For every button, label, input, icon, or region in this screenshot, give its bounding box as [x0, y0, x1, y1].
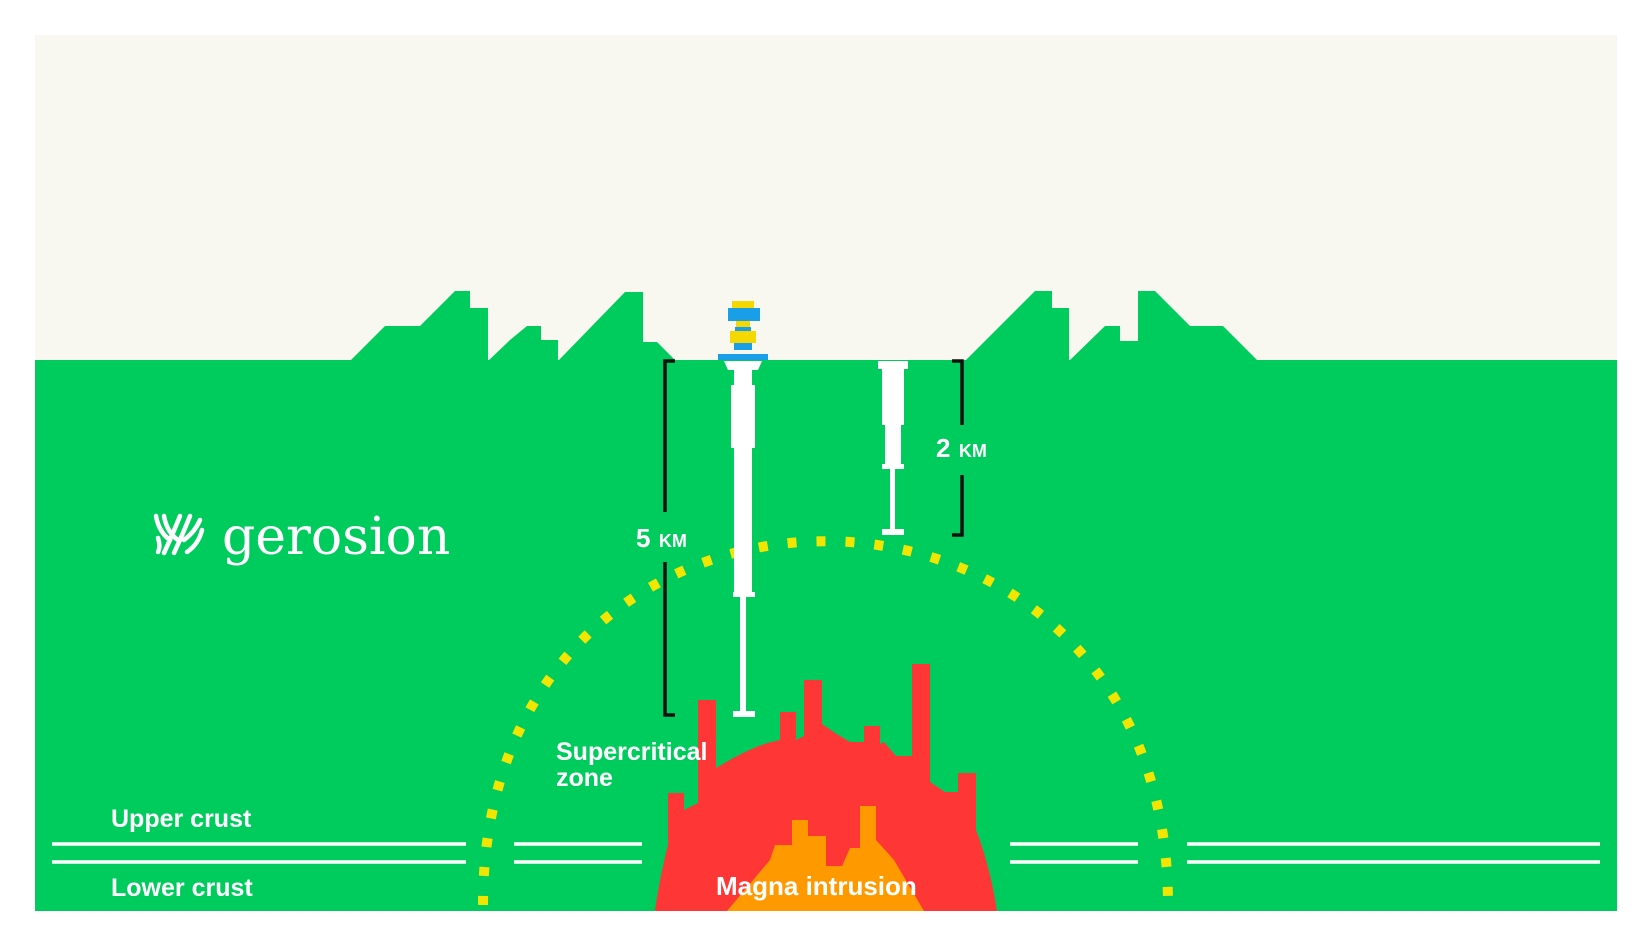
wellhead-cap [718, 354, 768, 360]
depth-label-2km: 2 KM [936, 433, 987, 463]
drill-rig-blue-block [728, 308, 760, 321]
magma-intrusion-outer [655, 664, 997, 911]
mountain-left [350, 291, 676, 361]
magma-intrusion-label: Magna intrusion [716, 871, 917, 901]
crust-boundary-lines [52, 842, 1600, 864]
upper-crust-label: Upper crust [111, 805, 252, 833]
supercritical-zone-label-line1: Supercritical [556, 738, 707, 766]
supercritical-boundary [478, 536, 1173, 906]
supercritical-zone-label-line2: zone [556, 764, 613, 792]
depth-label-5km: 5 KM [636, 523, 687, 553]
gerosion-logo-icon [153, 513, 205, 556]
magma-intrusion-inner [727, 806, 924, 911]
lower-crust-label: Lower crust [111, 874, 253, 902]
mountain-right [965, 291, 1258, 361]
shallow-well [878, 361, 908, 535]
drill-rig-top-yellow [732, 301, 754, 308]
deep-well [718, 301, 768, 717]
brand-name: gerosion [222, 507, 450, 567]
sky [35, 35, 1617, 362]
